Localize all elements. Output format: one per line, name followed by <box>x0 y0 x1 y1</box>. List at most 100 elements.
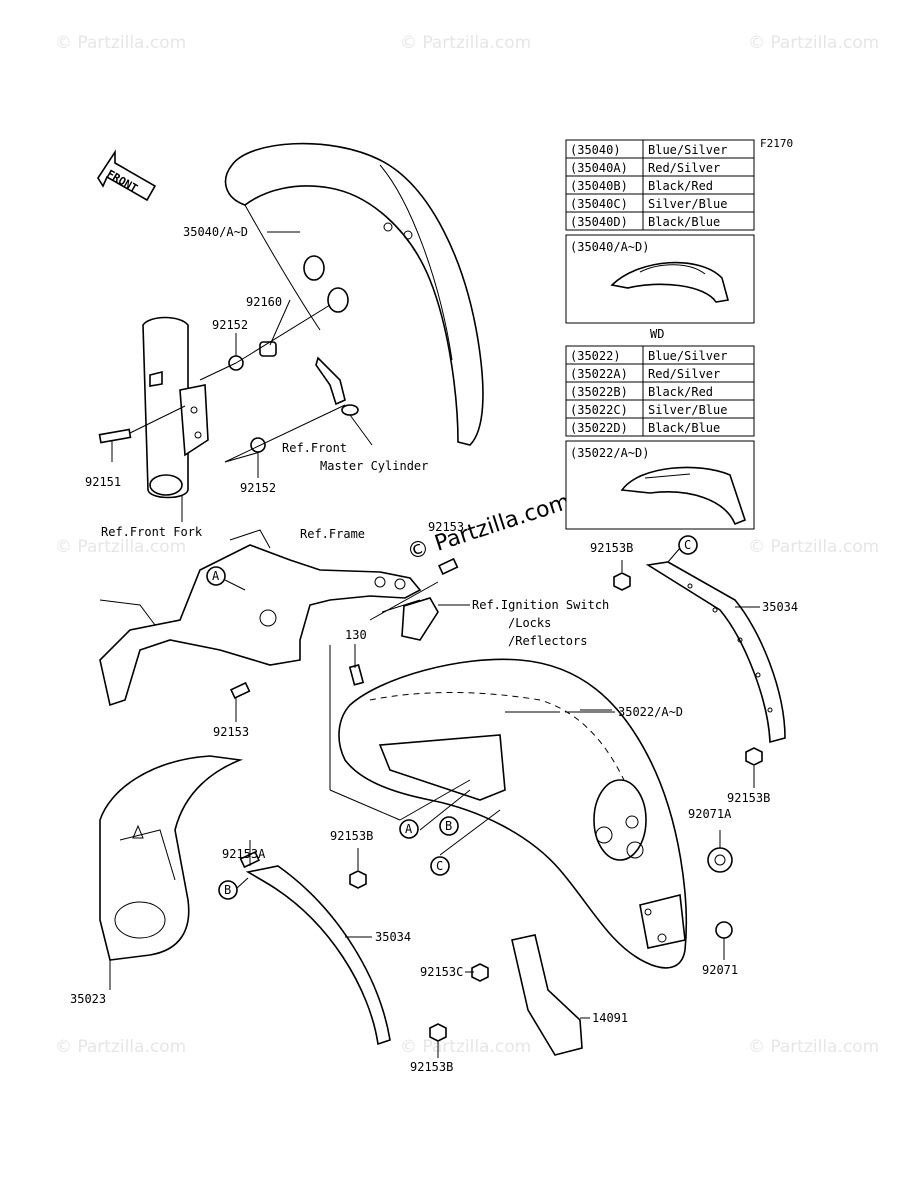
watermark-group: © Partzilla.com © Partzilla.com © Partzi… <box>55 33 879 1057</box>
nut-92153B <box>745 747 763 766</box>
callout-a: A <box>206 566 226 586</box>
svg-text:B: B <box>445 819 452 833</box>
table-cell-color: Blue/Silver <box>648 349 727 363</box>
side-cover-part <box>99 755 244 961</box>
front-fender-color-table: (35040) Blue/Silver (35040A) Red/Silver … <box>565 139 755 324</box>
part-label: 92151 <box>85 475 121 489</box>
ref-label: Ref.Front Fork <box>101 525 203 539</box>
part-label: 14091 <box>592 1011 628 1025</box>
svg-text:B: B <box>224 883 231 897</box>
callout-b: B <box>218 880 238 900</box>
table-cell-color: Blue/Silver <box>648 143 727 157</box>
bolt-92153 <box>437 557 459 575</box>
part-label: 92153B <box>727 791 770 805</box>
svg-text:C: C <box>684 538 691 552</box>
ignition-bracket <box>401 597 439 641</box>
ref-label: Ref.Frame <box>300 527 365 541</box>
table-cell-code: (35040D) <box>570 215 628 229</box>
ref-label: Ref.Front <box>282 441 347 455</box>
rear-fender-rail-left <box>245 865 391 1046</box>
part-label: 92152 <box>240 481 276 495</box>
part-label: 35022/A~D <box>618 705 683 719</box>
watermark-text: © Partzilla.com <box>748 33 879 53</box>
part-label: 35023 <box>70 992 106 1006</box>
ref-label: /Locks <box>508 616 551 630</box>
table-cell-color: Black/Red <box>648 385 713 399</box>
part-label: 92071A <box>688 807 732 821</box>
table-cell-color: Black/Blue <box>648 215 720 229</box>
part-labels: 35040/A~D 92160 92152 92151 Ref.Front Ma… <box>70 225 798 1074</box>
wd-label: WD <box>650 327 664 341</box>
part-label: 92152 <box>212 318 248 332</box>
part-label: 92153B <box>590 541 633 555</box>
leader-lines <box>109 231 760 1058</box>
watermark-text: © Partzilla.com <box>400 1037 531 1057</box>
ref-label: /Reflectors <box>508 634 587 648</box>
bracket-14091 <box>511 934 583 1056</box>
table-cell-code: (35040A) <box>570 161 628 175</box>
table-cell-code: (35022B) <box>570 385 628 399</box>
table-cell-code: (35040) <box>570 143 621 157</box>
svg-text:A: A <box>405 822 413 836</box>
callout-c: C <box>430 856 450 876</box>
part-label: 92153B <box>410 1060 453 1074</box>
watermark-text: © Partzilla.com <box>55 33 186 53</box>
table-cell-color: Silver/Blue <box>648 197 727 211</box>
nut-92153B <box>613 572 631 591</box>
rear-fender-color-table: (35022) Blue/Silver (35022A) Red/Silver … <box>565 345 755 530</box>
washer-92152 <box>250 437 266 453</box>
table-cell-color: Silver/Blue <box>648 403 727 417</box>
nut-92153B <box>349 870 367 889</box>
part-label: 92071 <box>702 963 738 977</box>
nut-92153C <box>471 963 489 982</box>
watermark-text: © Partzilla.com <box>748 537 879 557</box>
table-cell-code: (35022C) <box>570 403 628 417</box>
grommet-92160 <box>259 341 277 357</box>
watermark-text: © Partzilla.com <box>55 537 186 557</box>
brake-hose-clamp <box>315 356 346 406</box>
part-label: 35040/A~D <box>183 225 248 239</box>
svg-text:A: A <box>212 569 220 583</box>
ref-label: Ref.Ignition Switch <box>472 598 609 612</box>
table-cell-color: Red/Silver <box>648 161 720 175</box>
part-label: 92153A <box>222 847 266 861</box>
front-fork-part <box>142 316 209 499</box>
table-cell-code: (35022A) <box>570 367 628 381</box>
part-label: 92153C <box>420 965 463 979</box>
inset-label: (35040/A~D) <box>570 240 649 254</box>
nut-92153B <box>429 1023 447 1042</box>
watermark-text: © Partzilla.com <box>748 1037 879 1057</box>
bolt-130 <box>348 664 365 686</box>
grommet-92071A <box>707 847 733 873</box>
figure-code: F2170 <box>760 137 793 150</box>
table-cell-code: (35040B) <box>570 179 628 193</box>
frame-part <box>99 529 422 707</box>
table-cell-color: Black/Red <box>648 179 713 193</box>
rear-fender-part <box>338 658 687 969</box>
bolt-92151 <box>98 405 186 444</box>
callout-c: C <box>678 535 698 555</box>
callout-b: B <box>439 816 459 836</box>
front-fender-inset-graphic <box>610 261 730 303</box>
table-cell-color: Black/Blue <box>648 421 720 435</box>
watermark-text: © Partzilla.com <box>400 33 531 53</box>
part-label: 130 <box>345 628 367 642</box>
part-label: 92160 <box>246 295 282 309</box>
part-label: 92153B <box>330 829 373 843</box>
front-direction-arrow: FRONT <box>97 149 157 202</box>
part-label: 92153 <box>428 520 464 534</box>
ref-label: Master Cylinder <box>320 459 428 473</box>
table-cell-code: (35022D) <box>570 421 628 435</box>
bolt-92153 <box>229 681 251 699</box>
table-cell-color: Red/Silver <box>648 367 720 381</box>
grommet-92071 <box>715 921 733 939</box>
inset-label: (35022/A~D) <box>570 446 649 460</box>
table-cell-code: (35040C) <box>570 197 628 211</box>
table-cell-code: (35022) <box>570 349 621 363</box>
front-fender-part <box>224 142 484 446</box>
rear-fender-inset-graphic <box>620 466 746 526</box>
svg-text:C: C <box>436 859 443 873</box>
part-label: 35034 <box>375 930 411 944</box>
